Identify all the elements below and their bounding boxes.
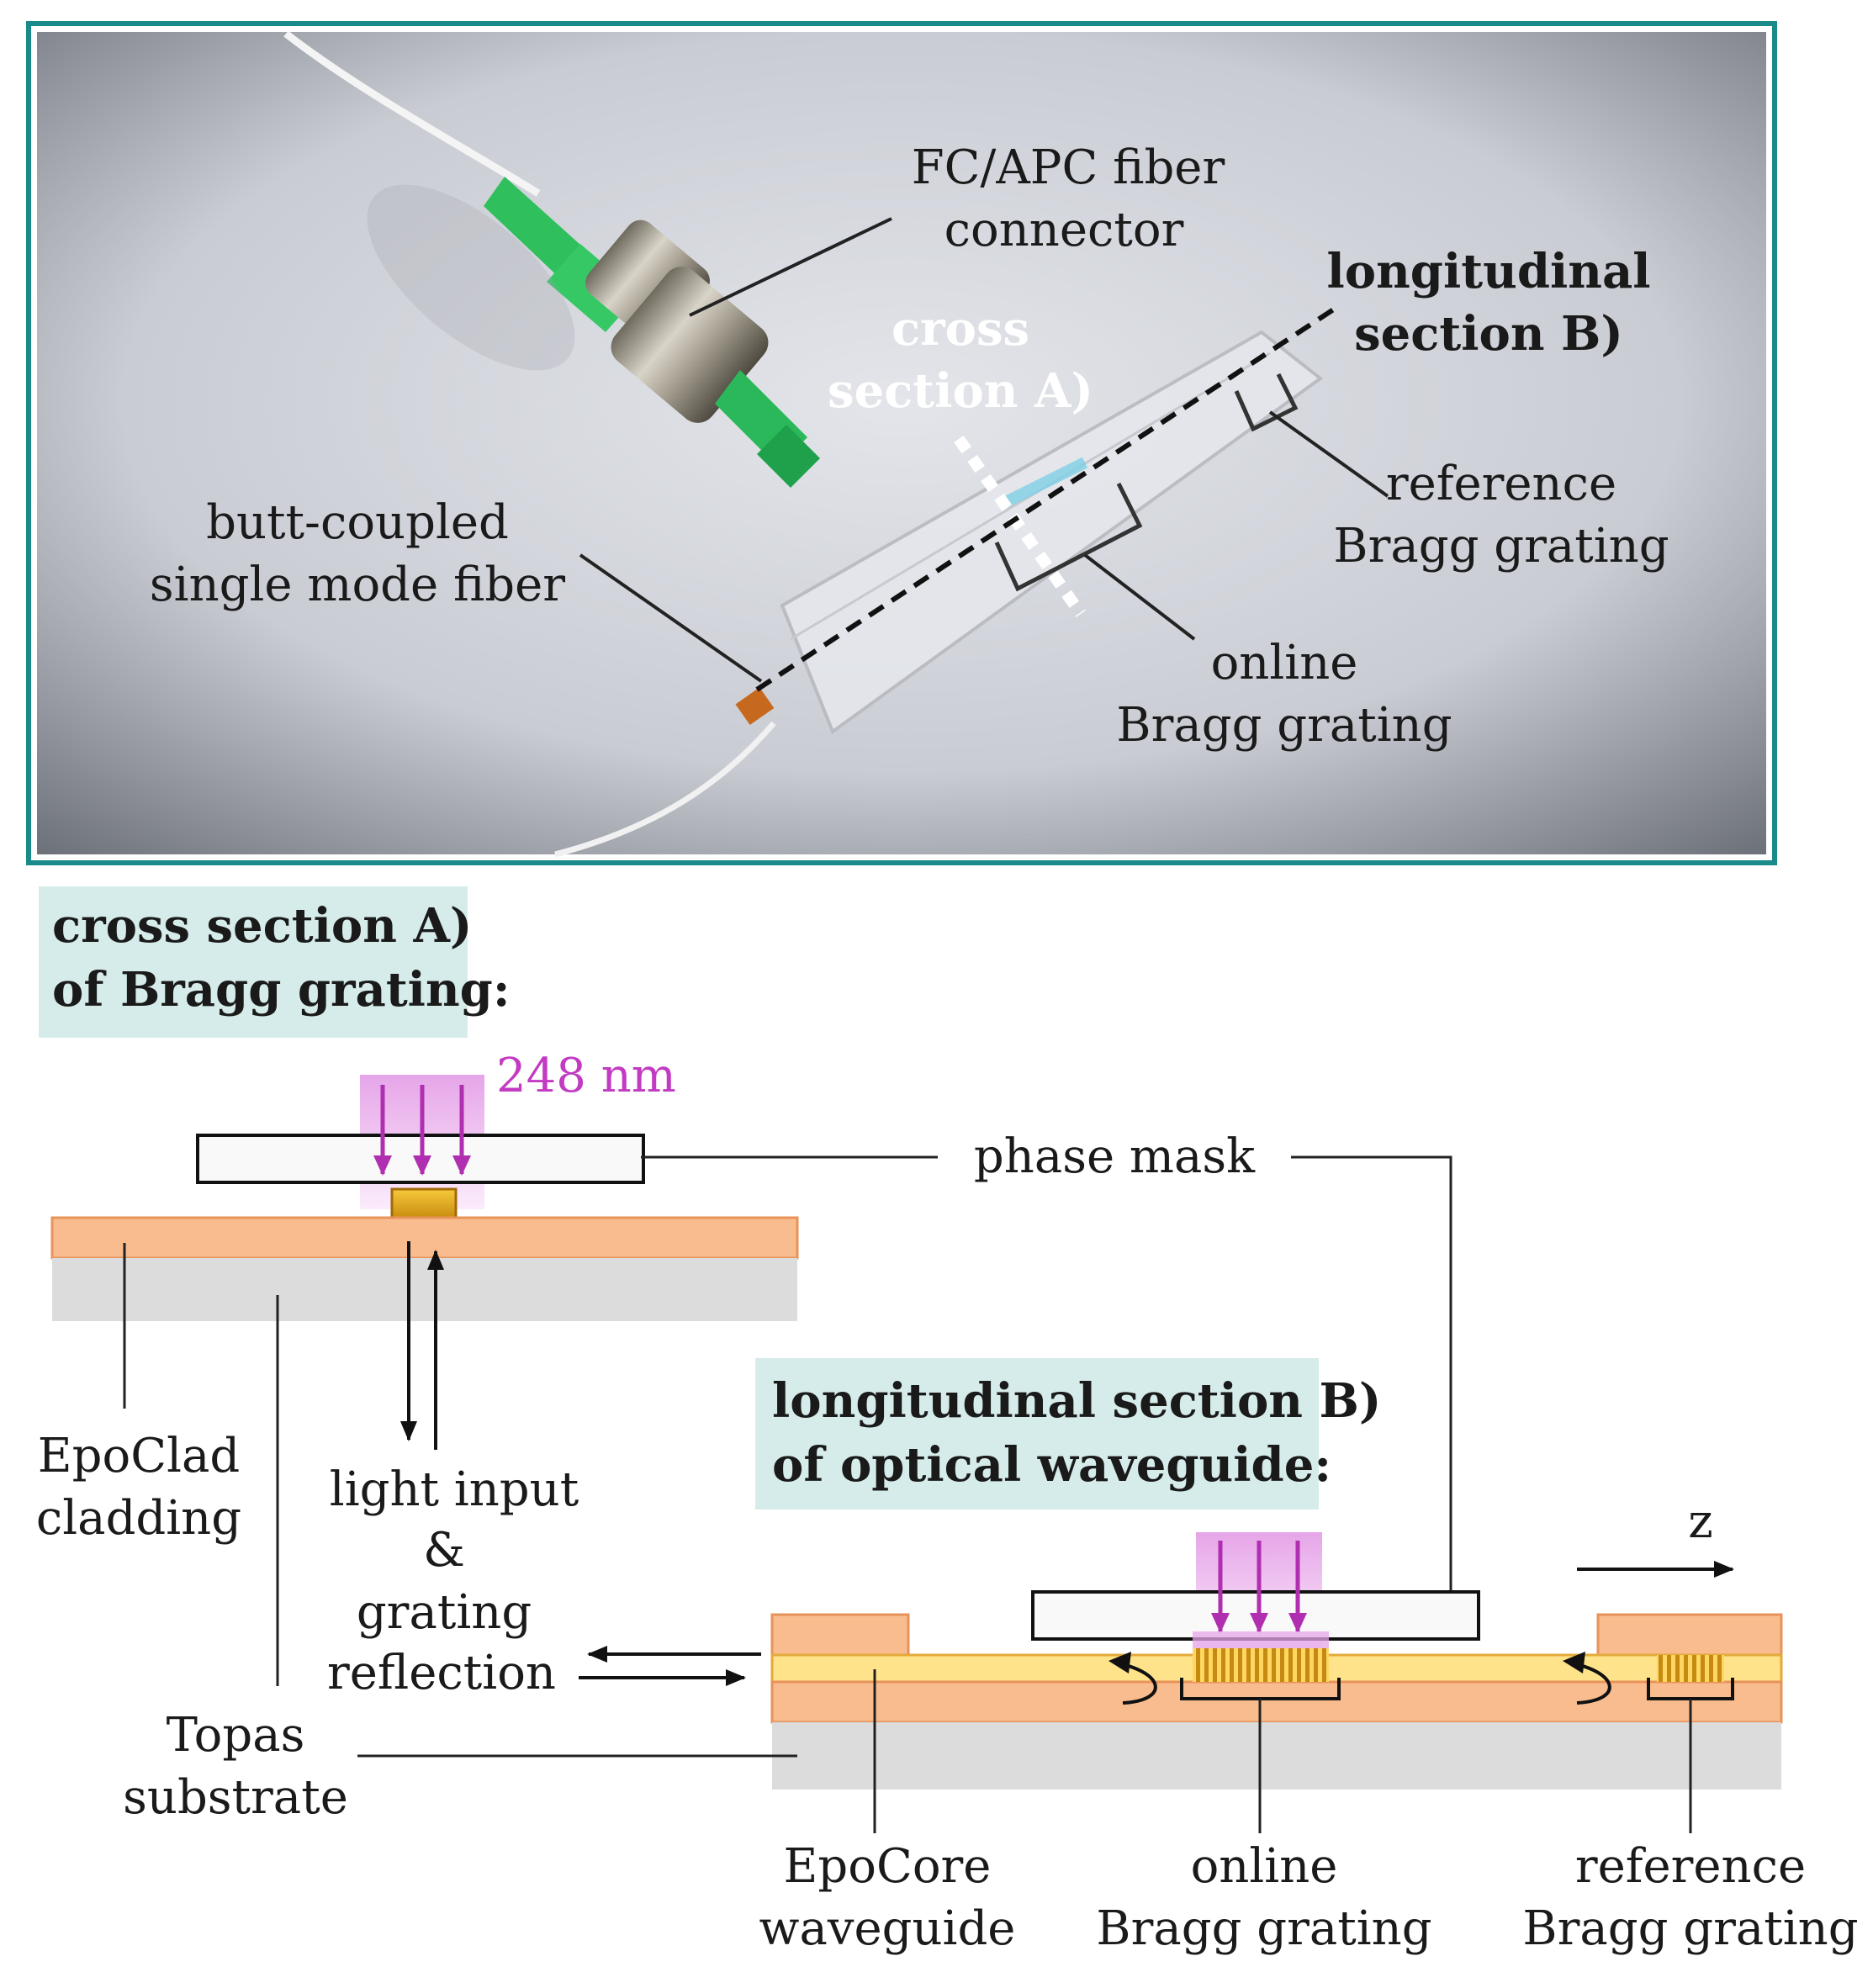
online-grating-uv-fringes xyxy=(1193,1631,1329,1648)
label-cladding-2: cladding xyxy=(36,1491,241,1546)
cladding-cross xyxy=(50,1216,799,1260)
cross-section-panel: cross section A) of Bragg grating: 248 n… xyxy=(36,886,1452,1825)
label-phase-mask: phase mask xyxy=(974,1129,1256,1184)
longitudinal-title-box xyxy=(755,1358,1319,1510)
reflection-curl-reference-head xyxy=(1563,1652,1585,1673)
label-substrate-1: Topas xyxy=(167,1708,305,1763)
label-fc-apc-2: connector xyxy=(944,203,1184,257)
fiber-cable-lower xyxy=(554,721,776,858)
label-longitudinal-1: longitudinal xyxy=(1326,244,1650,299)
cross-section-line xyxy=(954,435,1086,618)
leader-phase-mask-right xyxy=(1291,1155,1452,1592)
reflection-curl-reference xyxy=(1572,1662,1611,1705)
label-online-2: Bragg grating xyxy=(1116,698,1452,753)
fiber-cable xyxy=(283,30,541,197)
label-cross-1: cross xyxy=(892,301,1029,357)
label-longitudinal-2: section B) xyxy=(1354,306,1623,362)
label-reference-b-2: Bragg grating xyxy=(1522,1901,1858,1956)
cross-section-title-box xyxy=(39,886,468,1038)
label-substrate-2: substrate xyxy=(123,1770,348,1825)
cross-section-title-2: of Bragg grating: xyxy=(52,962,511,1018)
lower-cladding-longitudinal xyxy=(770,1680,1783,1724)
leader-connector xyxy=(689,217,892,317)
photo-background xyxy=(37,32,1766,854)
reflection-curl-online-head xyxy=(1108,1652,1131,1673)
z-axis-label: z xyxy=(1688,1494,1713,1549)
label-online-b-1: online xyxy=(1191,1839,1338,1894)
waveguide-chip xyxy=(735,330,1324,735)
online-grating xyxy=(1193,1648,1329,1682)
label-cross-2: section A) xyxy=(828,363,1093,419)
fc-apc-connector xyxy=(367,177,820,488)
leader-online xyxy=(1083,553,1196,641)
longitudinal-section-panel: longitudinal section B) of optical waveg… xyxy=(357,1358,1859,1956)
label-core-1: EpoCore xyxy=(784,1839,992,1894)
uv-wavelength-label: 248 nm xyxy=(496,1049,676,1103)
leader-reference xyxy=(1268,410,1389,498)
reflection-curl-online xyxy=(1118,1662,1157,1705)
label-online-1: online xyxy=(1211,636,1358,690)
label-core-2: waveguide xyxy=(759,1901,1016,1956)
photo-panel: FC/APC fiber connector longitudinal sect… xyxy=(26,21,1777,865)
longitudinal-section-line xyxy=(755,304,1339,692)
substrate-cross xyxy=(52,1258,797,1321)
label-butt-coupled-2: single mode fiber xyxy=(150,558,565,612)
reference-grating xyxy=(1657,1655,1724,1682)
longitudinal-title-2: of optical waveguide: xyxy=(772,1437,1331,1493)
label-light-1: light input xyxy=(330,1462,579,1517)
label-reference-b-1: reference xyxy=(1575,1839,1806,1894)
core-cross xyxy=(390,1187,458,1219)
substrate-longitudinal xyxy=(772,1722,1781,1790)
label-fc-apc-1: FC/APC fiber xyxy=(912,140,1225,195)
label-online-b-2: Bragg grating xyxy=(1096,1901,1431,1956)
label-butt-coupled-1: butt-coupled xyxy=(206,495,509,550)
longitudinal-title-1: longitudinal section B) xyxy=(772,1373,1381,1429)
online-grating-bracket xyxy=(994,482,1143,592)
cross-section-title-1: cross section A) xyxy=(52,898,472,954)
leader-butt-coupled xyxy=(579,553,763,683)
upper-cladding-right xyxy=(1596,1613,1783,1657)
label-light-3: grating xyxy=(357,1585,532,1640)
upper-cladding-left xyxy=(770,1613,910,1657)
label-reference-1: reference xyxy=(1386,457,1616,511)
reference-grating-bracket xyxy=(1234,373,1299,432)
label-cladding-1: EpoClad xyxy=(38,1429,240,1483)
label-light-2: & xyxy=(423,1523,465,1578)
photo-frame xyxy=(26,21,1777,865)
label-light-4: reflection xyxy=(327,1646,556,1700)
label-reference-2: Bragg grating xyxy=(1333,519,1669,574)
